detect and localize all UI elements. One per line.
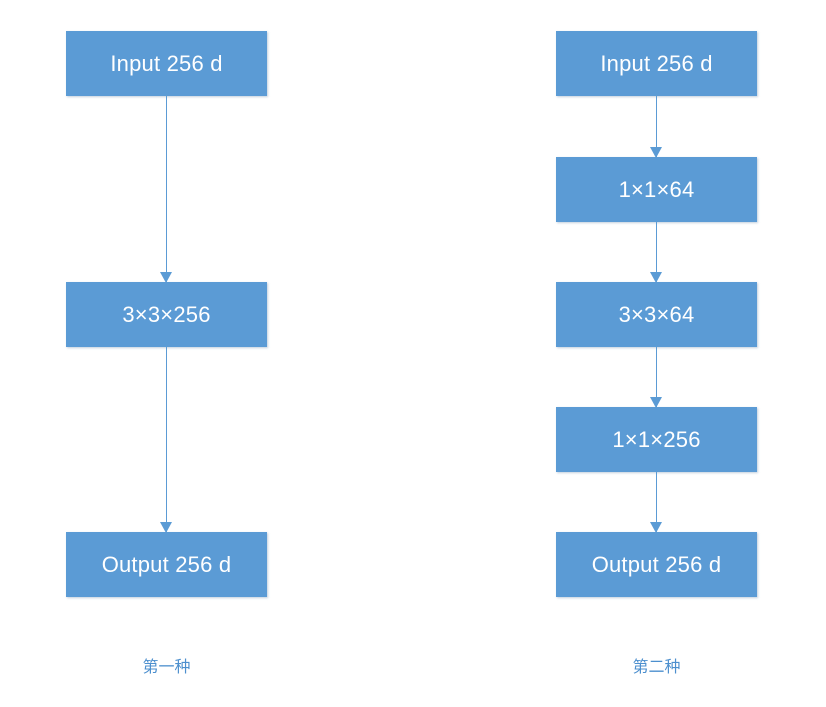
node-input-256d[interactable]: Input 256 d <box>66 31 267 96</box>
node-label: 1×1×64 <box>618 176 695 202</box>
caption-bottleneck-block: 第二种 <box>632 659 681 676</box>
arrow-conv3x3-64-to-conv1x1-256 <box>650 346 662 408</box>
arrow-shaft <box>656 96 657 157</box>
node-conv-3x3x64[interactable]: 3×3×64 <box>556 282 757 347</box>
arrow-shaft <box>656 221 657 282</box>
arrow-input-to-conv3x3 <box>160 96 172 283</box>
arrow-shaft <box>656 346 657 407</box>
arrow-shaft <box>166 96 167 282</box>
diagram-basic-block: Input 256 d 3×3×256 Output 256 d 第一种 <box>16 0 316 707</box>
arrow-conv1x1-64-to-conv3x3-64 <box>650 221 662 283</box>
node-label: Input 256 d <box>110 50 223 76</box>
node-label: Output 256 d <box>101 551 232 577</box>
node-output-256d[interactable]: Output 256 d <box>556 532 757 597</box>
node-label: 1×1×256 <box>612 426 701 452</box>
arrow-shaft <box>166 346 167 532</box>
arrow-shaft <box>656 471 657 532</box>
arrow-conv3x3-to-output <box>160 346 172 533</box>
node-label: Output 256 d <box>591 551 722 577</box>
caption-basic-block: 第一种 <box>142 659 191 676</box>
node-label: 3×3×64 <box>618 301 695 327</box>
node-output-256d[interactable]: Output 256 d <box>66 532 267 597</box>
diagram-bottleneck-block: Input 256 d 1×1×64 3×3×64 1×1×256 <box>506 0 806 707</box>
node-conv-1x1x256[interactable]: 1×1×256 <box>556 407 757 472</box>
node-conv-3x3x256[interactable]: 3×3×256 <box>66 282 267 347</box>
arrow-input-to-conv1x1-64 <box>650 96 662 158</box>
node-label: 3×3×256 <box>122 301 211 327</box>
node-input-256d[interactable]: Input 256 d <box>556 31 757 96</box>
arrow-conv1x1-256-to-output <box>650 471 662 533</box>
node-label: Input 256 d <box>600 50 713 76</box>
node-conv-1x1x64[interactable]: 1×1×64 <box>556 157 757 222</box>
